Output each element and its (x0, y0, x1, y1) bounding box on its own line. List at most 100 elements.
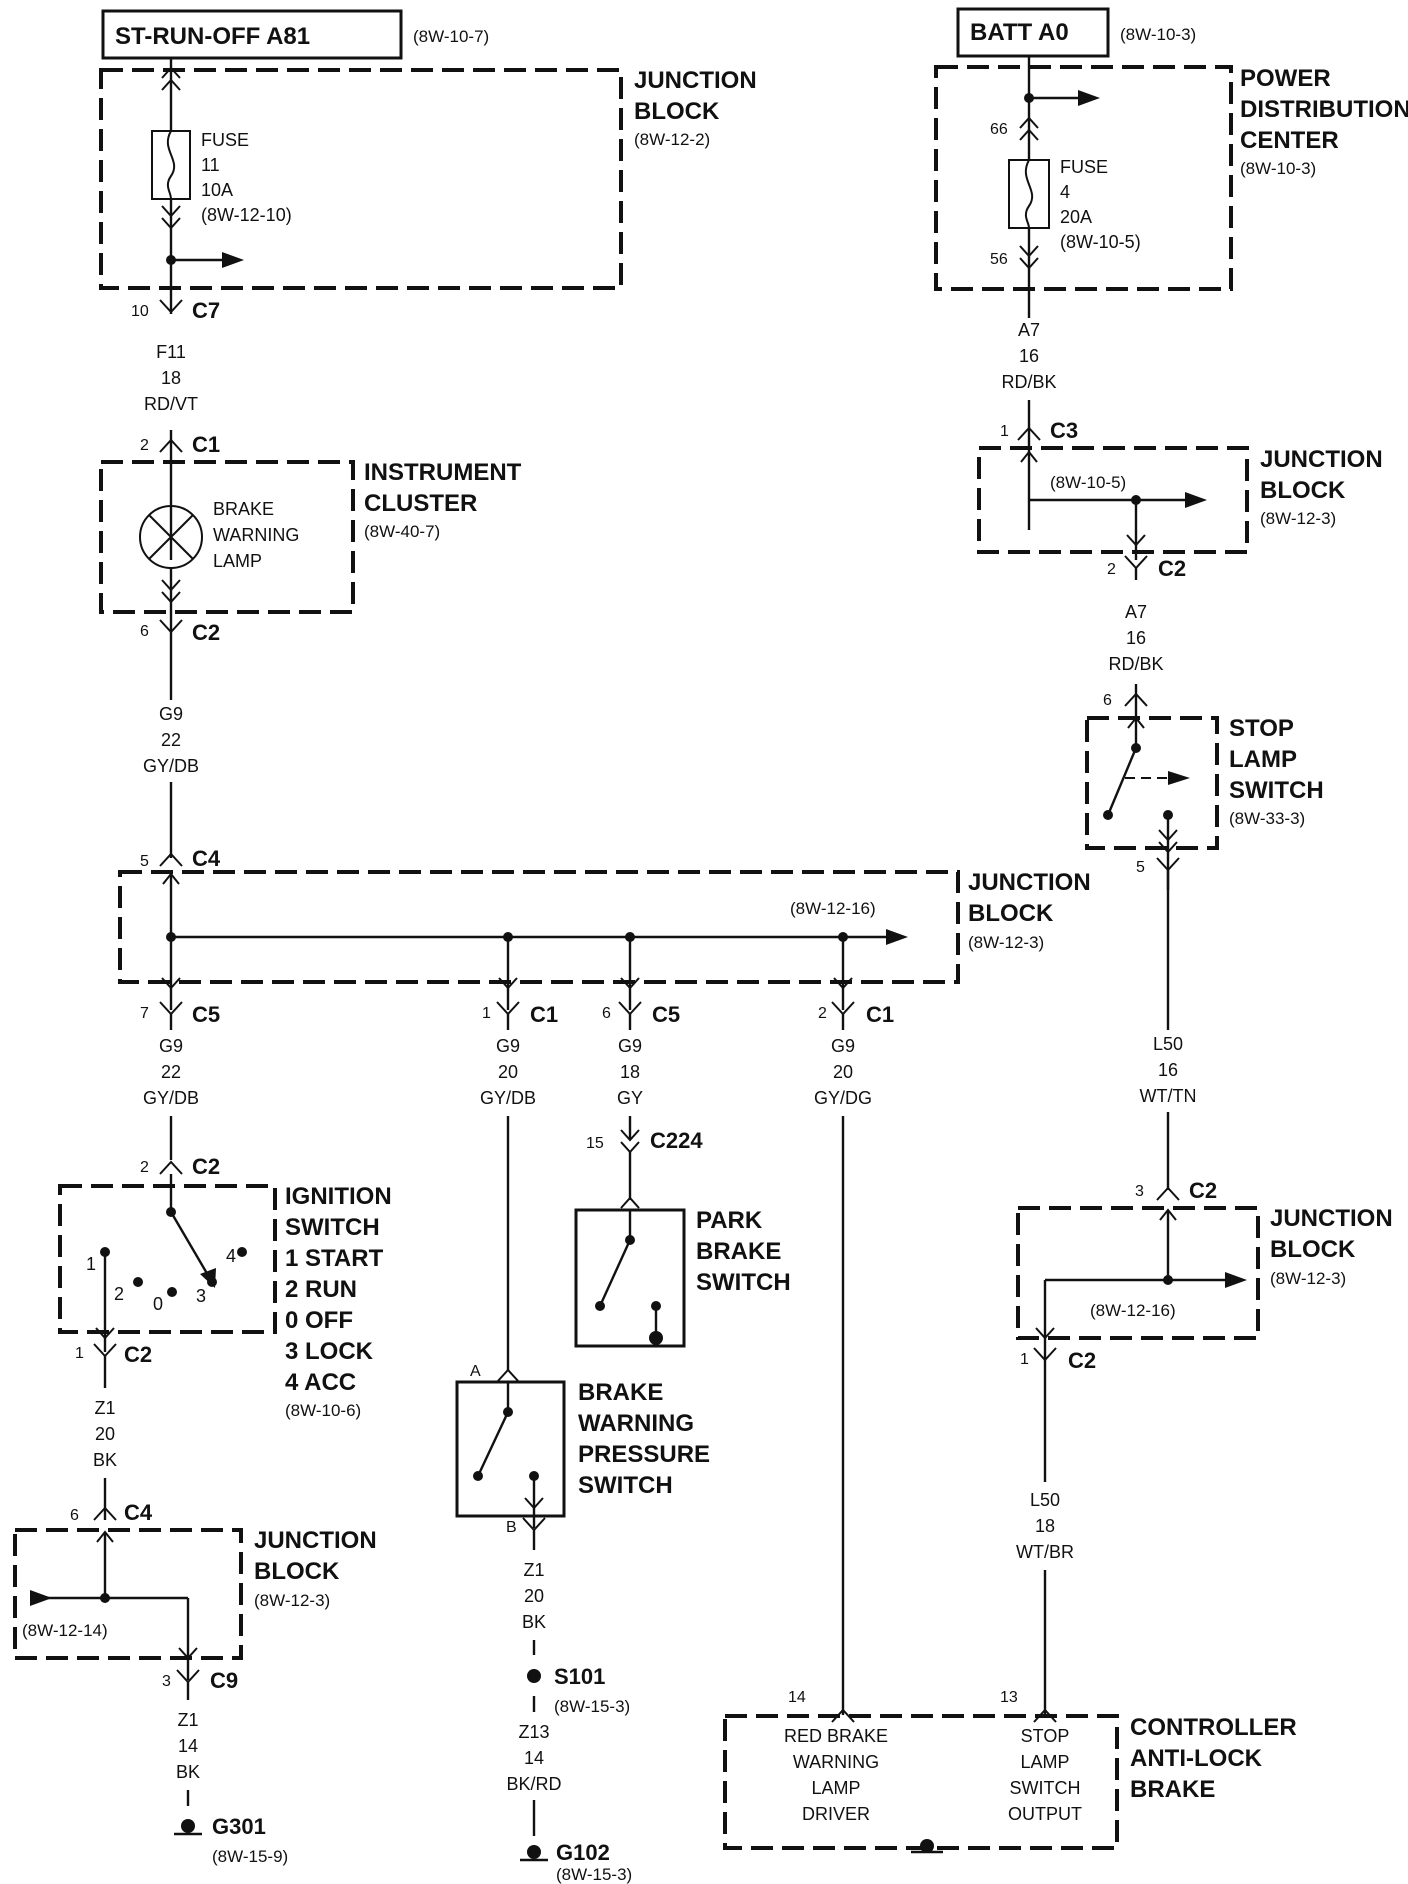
svg-text:WARNING: WARNING (213, 525, 299, 545)
svg-text:L50: L50 (1153, 1034, 1183, 1054)
svg-text:22: 22 (161, 730, 181, 750)
st-run-off-source: ST-RUN-OFF A81 (8W-10-7) (101, 9, 489, 60)
svg-text:DISTRIBUTION: DISTRIBUTION (1240, 96, 1408, 123)
svg-text:(8W-10-7): (8W-10-7) (413, 27, 489, 46)
svg-text:3: 3 (162, 1673, 171, 1690)
svg-text:ST-RUN-OFF A81: ST-RUN-OFF A81 (115, 23, 310, 50)
ground-g102: G102 (8W-15-3) (520, 1840, 632, 1884)
svg-text:G102: G102 (556, 1840, 610, 1865)
svg-text:GY/DB: GY/DB (480, 1088, 536, 1108)
svg-text:18: 18 (1035, 1516, 1055, 1536)
svg-text:SWITCH: SWITCH (285, 1214, 380, 1241)
svg-text:CONTROLLER: CONTROLLER (1130, 1714, 1297, 1741)
svg-text:JUNCTION: JUNCTION (1260, 446, 1383, 473)
svg-text:RED BRAKE: RED BRAKE (784, 1726, 888, 1746)
svg-text:1: 1 (75, 1345, 84, 1362)
svg-text:C1: C1 (866, 1002, 894, 1027)
svg-text:RD/VT: RD/VT (144, 394, 198, 414)
wire-label-z1-jb: Z1 14 BK (176, 1710, 200, 1806)
connector-c7: 10 C7 (131, 298, 220, 323)
connector-jb-c2: 2 C2 (1107, 555, 1186, 581)
connector-jb4-c2-top: 3 C2 (1135, 1178, 1217, 1203)
svg-text:3 LOCK: 3 LOCK (285, 1338, 374, 1365)
svg-text:PARK: PARK (696, 1207, 763, 1234)
svg-text:7: 7 (140, 1005, 149, 1022)
svg-text:BK/RD: BK/RD (506, 1774, 561, 1794)
svg-text:S101: S101 (554, 1664, 605, 1689)
svg-text:BK: BK (522, 1612, 546, 1632)
svg-text:(8W-12-14): (8W-12-14) (22, 1621, 108, 1640)
svg-text:C5: C5 (192, 1002, 220, 1027)
svg-text:G301: G301 (212, 1814, 266, 1839)
svg-text:STOP: STOP (1229, 715, 1294, 742)
svg-text:SWITCH: SWITCH (696, 1269, 791, 1296)
svg-text:1: 1 (1000, 423, 1009, 440)
svg-text:(8W-10-3): (8W-10-3) (1120, 25, 1196, 44)
svg-text:F11: F11 (156, 342, 186, 362)
svg-text:(8W-10-5): (8W-10-5) (1050, 473, 1126, 492)
svg-text:(8W-12-3): (8W-12-3) (254, 1591, 330, 1610)
svg-text:C4: C4 (124, 1500, 153, 1525)
wire-label-g9-main: G9 22 GY/DB (143, 640, 199, 858)
svg-text:6: 6 (1103, 692, 1112, 709)
svg-text:JUNCTION: JUNCTION (1270, 1205, 1393, 1232)
svg-text:BLOCK: BLOCK (254, 1558, 340, 1585)
svg-text:(8W-12-3): (8W-12-3) (968, 933, 1044, 952)
ground-icon (920, 1839, 934, 1853)
connector-jb-c5a: 7 C5 (140, 1001, 220, 1027)
svg-text:Z1: Z1 (177, 1710, 198, 1730)
svg-text:GY/DB: GY/DB (143, 1088, 199, 1108)
svg-text:3: 3 (1135, 1183, 1144, 1200)
svg-text:C2: C2 (1158, 556, 1186, 581)
splice-s101: S101 (8W-15-3) (527, 1664, 630, 1716)
svg-text:C2: C2 (1189, 1178, 1217, 1203)
svg-text:WT/TN: WT/TN (1140, 1086, 1197, 1106)
svg-text:1: 1 (482, 1005, 491, 1022)
svg-text:DRIVER: DRIVER (802, 1804, 870, 1824)
svg-text:B: B (506, 1519, 517, 1536)
wire-label-a7-1: A7 16 RD/BK (1001, 320, 1057, 530)
svg-text:C2: C2 (192, 1154, 220, 1179)
svg-text:IGNITION: IGNITION (285, 1183, 392, 1210)
svg-text:LAMP: LAMP (213, 551, 262, 571)
svg-text:6: 6 (140, 623, 149, 640)
svg-text:C4: C4 (192, 846, 221, 871)
svg-text:10A: 10A (201, 180, 233, 200)
svg-text:GY/DG: GY/DG (814, 1088, 872, 1108)
svg-text:BRAKE: BRAKE (696, 1238, 781, 1265)
batt-source: BATT A0 (8W-10-3) (956, 7, 1196, 58)
stop-lamp-switch: 6 STOP LAMP SWITCH (8W-33-3) 5 (1085, 692, 1324, 890)
svg-text:G9: G9 (159, 704, 183, 724)
svg-text:OUTPUT: OUTPUT (1008, 1804, 1082, 1824)
svg-text:1: 1 (1020, 1351, 1029, 1368)
svg-text:0 OFF: 0 OFF (285, 1307, 353, 1334)
junction-block-middle: JUNCTION BLOCK (8W-12-3) (8W-12-16) (118, 869, 1091, 1010)
svg-text:(8W-12-16): (8W-12-16) (1090, 1301, 1176, 1320)
svg-text:BRAKE: BRAKE (213, 499, 274, 519)
svg-text:(8W-12-16): (8W-12-16) (790, 899, 876, 918)
svg-text:G9: G9 (831, 1036, 855, 1056)
svg-text:LAMP: LAMP (1020, 1752, 1069, 1772)
connector-ign-c2-top: 2 C2 (140, 1154, 220, 1179)
svg-text:PRESSURE: PRESSURE (578, 1441, 710, 1468)
svg-text:FUSE: FUSE (201, 130, 249, 150)
svg-text:SWITCH: SWITCH (1229, 777, 1324, 804)
svg-text:ANTI-LOCK: ANTI-LOCK (1130, 1745, 1263, 1772)
svg-text:STOP: STOP (1021, 1726, 1070, 1746)
svg-text:1: 1 (86, 1254, 96, 1274)
svg-text:22: 22 (161, 1062, 181, 1082)
svg-text:(8W-10-6): (8W-10-6) (285, 1401, 361, 1420)
svg-text:LAMP: LAMP (1229, 746, 1297, 773)
svg-text:POWER: POWER (1240, 65, 1331, 92)
connector-jb-c4b: 6 C4 (70, 1500, 153, 1525)
svg-text:(8W-12-10): (8W-12-10) (201, 205, 292, 225)
svg-text:20: 20 (498, 1062, 518, 1082)
svg-text:BLOCK: BLOCK (1260, 477, 1346, 504)
svg-text:Z1: Z1 (94, 1398, 115, 1418)
svg-text:WARNING: WARNING (793, 1752, 879, 1772)
connector-bwp-a: A (470, 1363, 520, 1383)
svg-text:BLOCK: BLOCK (634, 98, 720, 125)
svg-text:16: 16 (1126, 628, 1146, 648)
connector-c224: 15 C224 (586, 1128, 703, 1200)
wire-label-g9-park: G9 18 GY (617, 1014, 643, 1140)
